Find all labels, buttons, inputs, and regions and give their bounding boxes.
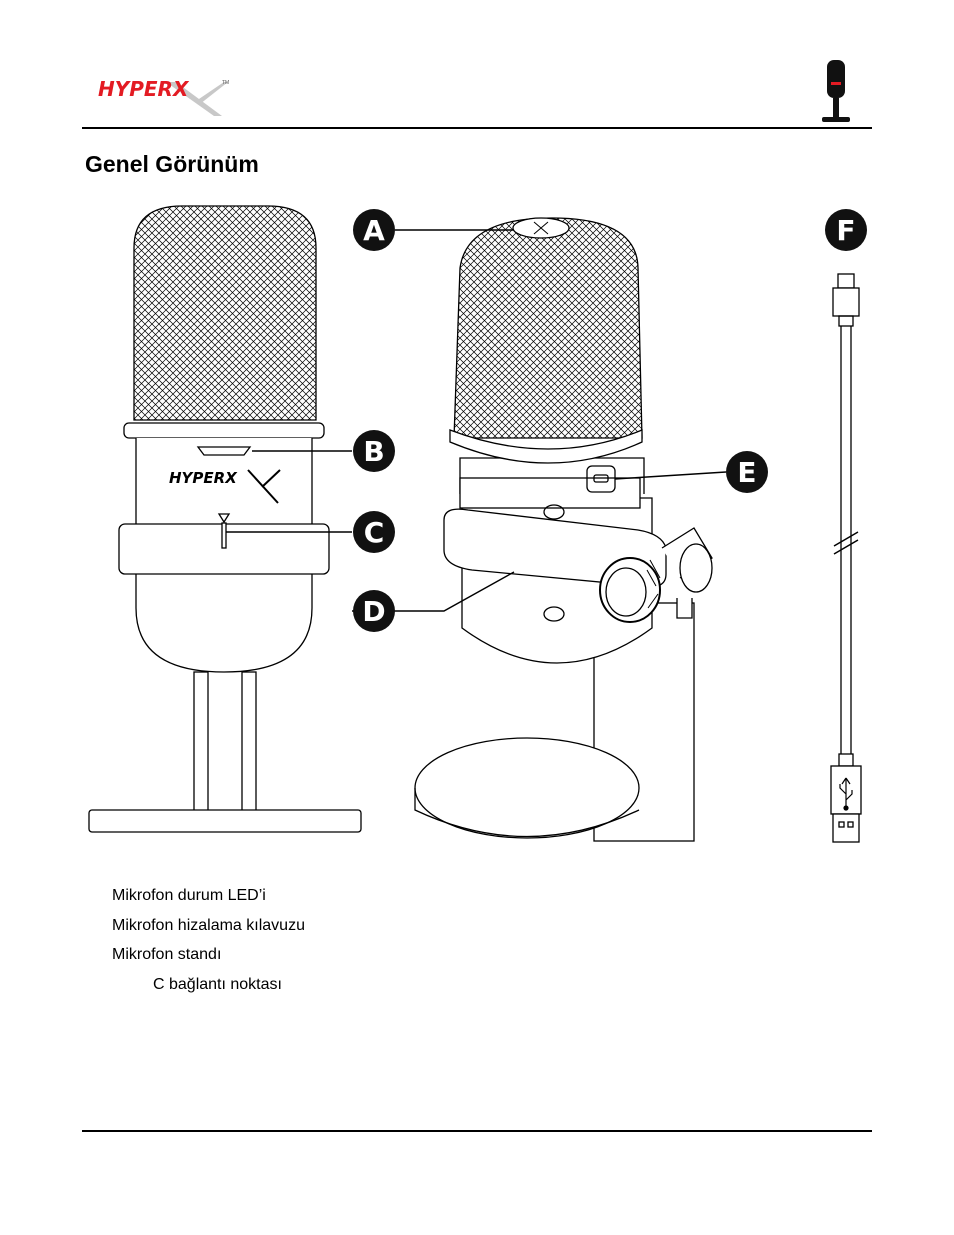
legend-item: Mikrofon hizalama kılavuzu (112, 916, 305, 934)
callout-F: F (825, 209, 867, 251)
svg-text:C: C (364, 516, 385, 549)
logo-wordmark: HYPERX (98, 77, 190, 101)
footer-divider (82, 1130, 872, 1132)
hyperx-logo: HYPERX TM (98, 77, 229, 116)
mic-front-view: HYPERX (88, 205, 362, 833)
legend-item: Mikrofon durum LED’i (112, 887, 266, 904)
page-title: Genel Görünüm (85, 151, 259, 177)
usb-cable (830, 273, 862, 843)
component-legend: Mikrofon durum LED’i Mikrofon hizalama k… (112, 885, 305, 1003)
callout-A: A (353, 209, 395, 251)
callout-C: C (353, 511, 395, 553)
product-overview-diagram: HYPERX (88, 205, 867, 843)
callout-E: E (726, 451, 768, 493)
mic-angled-view (414, 217, 713, 842)
callout-B: B (353, 430, 395, 472)
legend-item: Mikrofon standı (112, 946, 222, 964)
microphone-thumbnail (822, 60, 850, 122)
header-divider (82, 127, 872, 129)
callout-D: D (353, 590, 395, 632)
svg-text:B: B (363, 435, 384, 468)
svg-text:F: F (836, 214, 855, 247)
svg-text:D: D (362, 595, 385, 628)
svg-text:E: E (737, 456, 756, 489)
usb-icon (839, 777, 853, 811)
stand-logo-wordmark: HYPERX (169, 469, 238, 487)
trademark-mark: TM (222, 80, 229, 86)
svg-text:A: A (363, 214, 385, 247)
legend-item: C bağlantı noktası (153, 975, 282, 993)
